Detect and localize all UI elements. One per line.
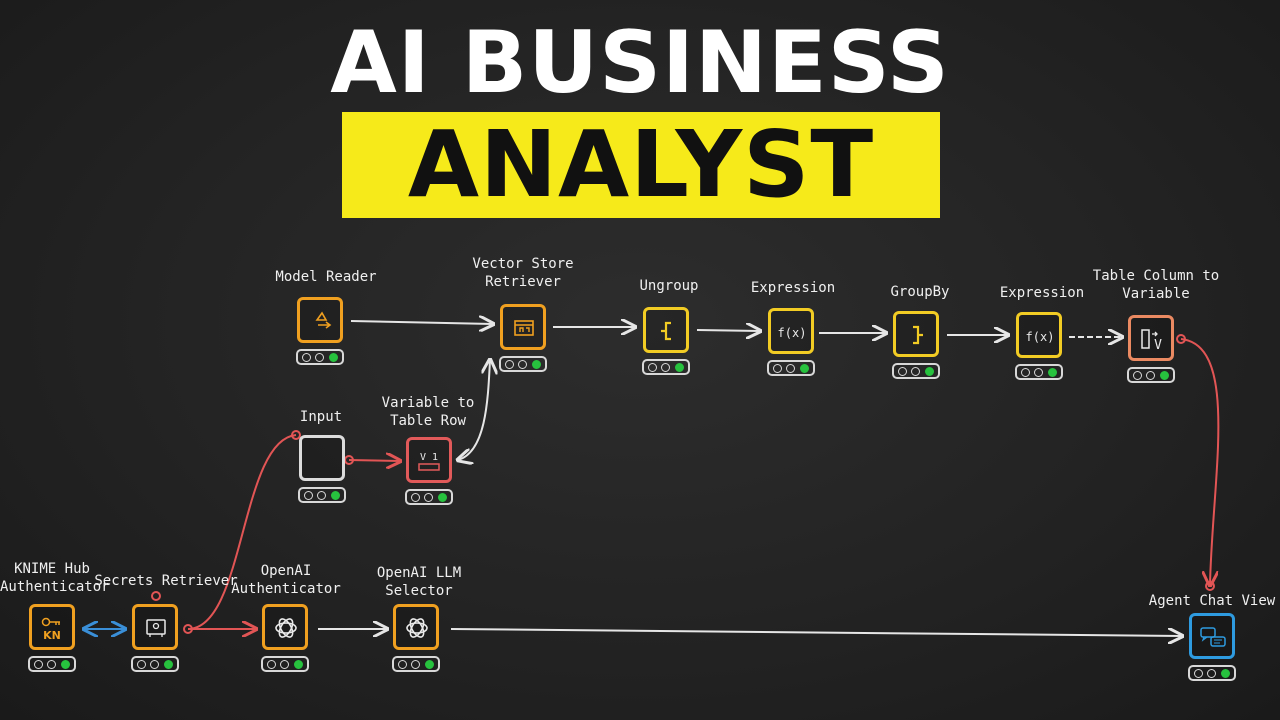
vector-store-retriever-status [499, 356, 547, 372]
expression-1-status [767, 360, 815, 376]
groupby-status [892, 363, 940, 379]
wire-input-to-variable-row [348, 460, 400, 461]
agent-chat-view-label: Agent Chat View [1148, 593, 1276, 609]
knime-hub-authenticator-label: KNIME Hub Authenticator [0, 561, 110, 595]
knime-hub-authenticator-status [28, 656, 76, 672]
expression-2-icon: f(x) [1026, 330, 1055, 344]
openai-logo-icon [406, 618, 428, 638]
ungroup-status [642, 359, 690, 375]
variable-to-table-row-box[interactable]: V 1 [406, 437, 452, 483]
wire-variable-row-to-vector-store [458, 360, 490, 460]
groupby-label: GroupBy [890, 284, 950, 300]
table-column-to-variable-box[interactable]: V [1128, 315, 1174, 361]
wire-table-column-to-agent-chat [1180, 338, 1220, 585]
vector-store-retriever-box[interactable] [500, 304, 546, 350]
secrets-retriever-status [131, 656, 179, 672]
variable-to-table-row-label: Variable to Table Row [381, 395, 475, 429]
chat-bubbles-icon [1200, 627, 1226, 647]
title-highlight: ANALYST [342, 112, 940, 218]
ungroup-box[interactable] [643, 307, 689, 353]
openai-logo-icon [275, 618, 297, 638]
openai-llm-selector-label: OpenAI LLM Selector [376, 565, 462, 599]
svg-text:V 1: V 1 [420, 452, 438, 463]
groupby-icon [913, 325, 923, 345]
agent-chat-view-status [1188, 665, 1236, 681]
agent-chat-view-box[interactable] [1189, 613, 1235, 659]
openai-llm-selector-status [392, 656, 440, 672]
openai-authenticator-box[interactable] [262, 604, 308, 650]
wire-model-reader-to-vector-store [350, 321, 493, 324]
table-column-to-variable-label: Table Column to Variable [1092, 268, 1220, 302]
input-box[interactable] [299, 435, 345, 481]
wire-ungroup-to-expression [696, 330, 760, 331]
svg-text:f(x): f(x) [1026, 330, 1055, 344]
groupby-box[interactable] [893, 311, 939, 357]
ungroup-label: Ungroup [639, 278, 699, 294]
expression-2-status [1015, 364, 1063, 380]
secrets-retriever-label: Secrets Retriever [94, 573, 238, 589]
table-to-variable-icon: V [1141, 329, 1162, 353]
model-reader-label: Model Reader [275, 269, 377, 285]
vector-store-retriever-label: Vector Store Retriever [472, 256, 574, 290]
expression-2-box[interactable]: f(x) [1016, 312, 1062, 358]
model-reader-status [296, 349, 344, 365]
expression-1-label: Expression [750, 280, 836, 296]
wire-secrets-to-input [187, 434, 297, 630]
openai-llm-selector-box[interactable] [393, 604, 439, 650]
svg-text:f(x): f(x) [778, 326, 807, 340]
model-reader-icon [315, 311, 332, 329]
expression-2-label: Expression [999, 285, 1085, 301]
model-reader-box[interactable] [297, 297, 343, 343]
input-label: Input [299, 409, 343, 425]
svg-text:V: V [1154, 338, 1162, 353]
table-column-to-variable-status [1127, 367, 1175, 383]
expression-1-icon: f(x) [778, 326, 807, 340]
input-status [298, 487, 346, 503]
variable-to-row-icon: V 1 [418, 452, 440, 471]
knime-key-icon: KN [41, 617, 61, 642]
openai-authenticator-label: OpenAI Authenticator [231, 563, 341, 597]
title-line-2: ANALYST [407, 111, 875, 218]
wire-llm-selector-to-agent-chat [450, 629, 1182, 636]
variable-to-table-row-status [405, 489, 453, 505]
ungroup-icon [661, 321, 671, 341]
vector-store-icon [514, 320, 534, 336]
openai-authenticator-status [261, 656, 309, 672]
title-line-1: AI BUSINESS [330, 13, 950, 113]
knime-hub-authenticator-box[interactable]: KN [29, 604, 75, 650]
expression-1-box[interactable]: f(x) [768, 308, 814, 354]
secrets-retriever-icon [146, 619, 166, 637]
secrets-retriever-box[interactable] [132, 604, 178, 650]
svg-text:KN: KN [43, 629, 61, 642]
